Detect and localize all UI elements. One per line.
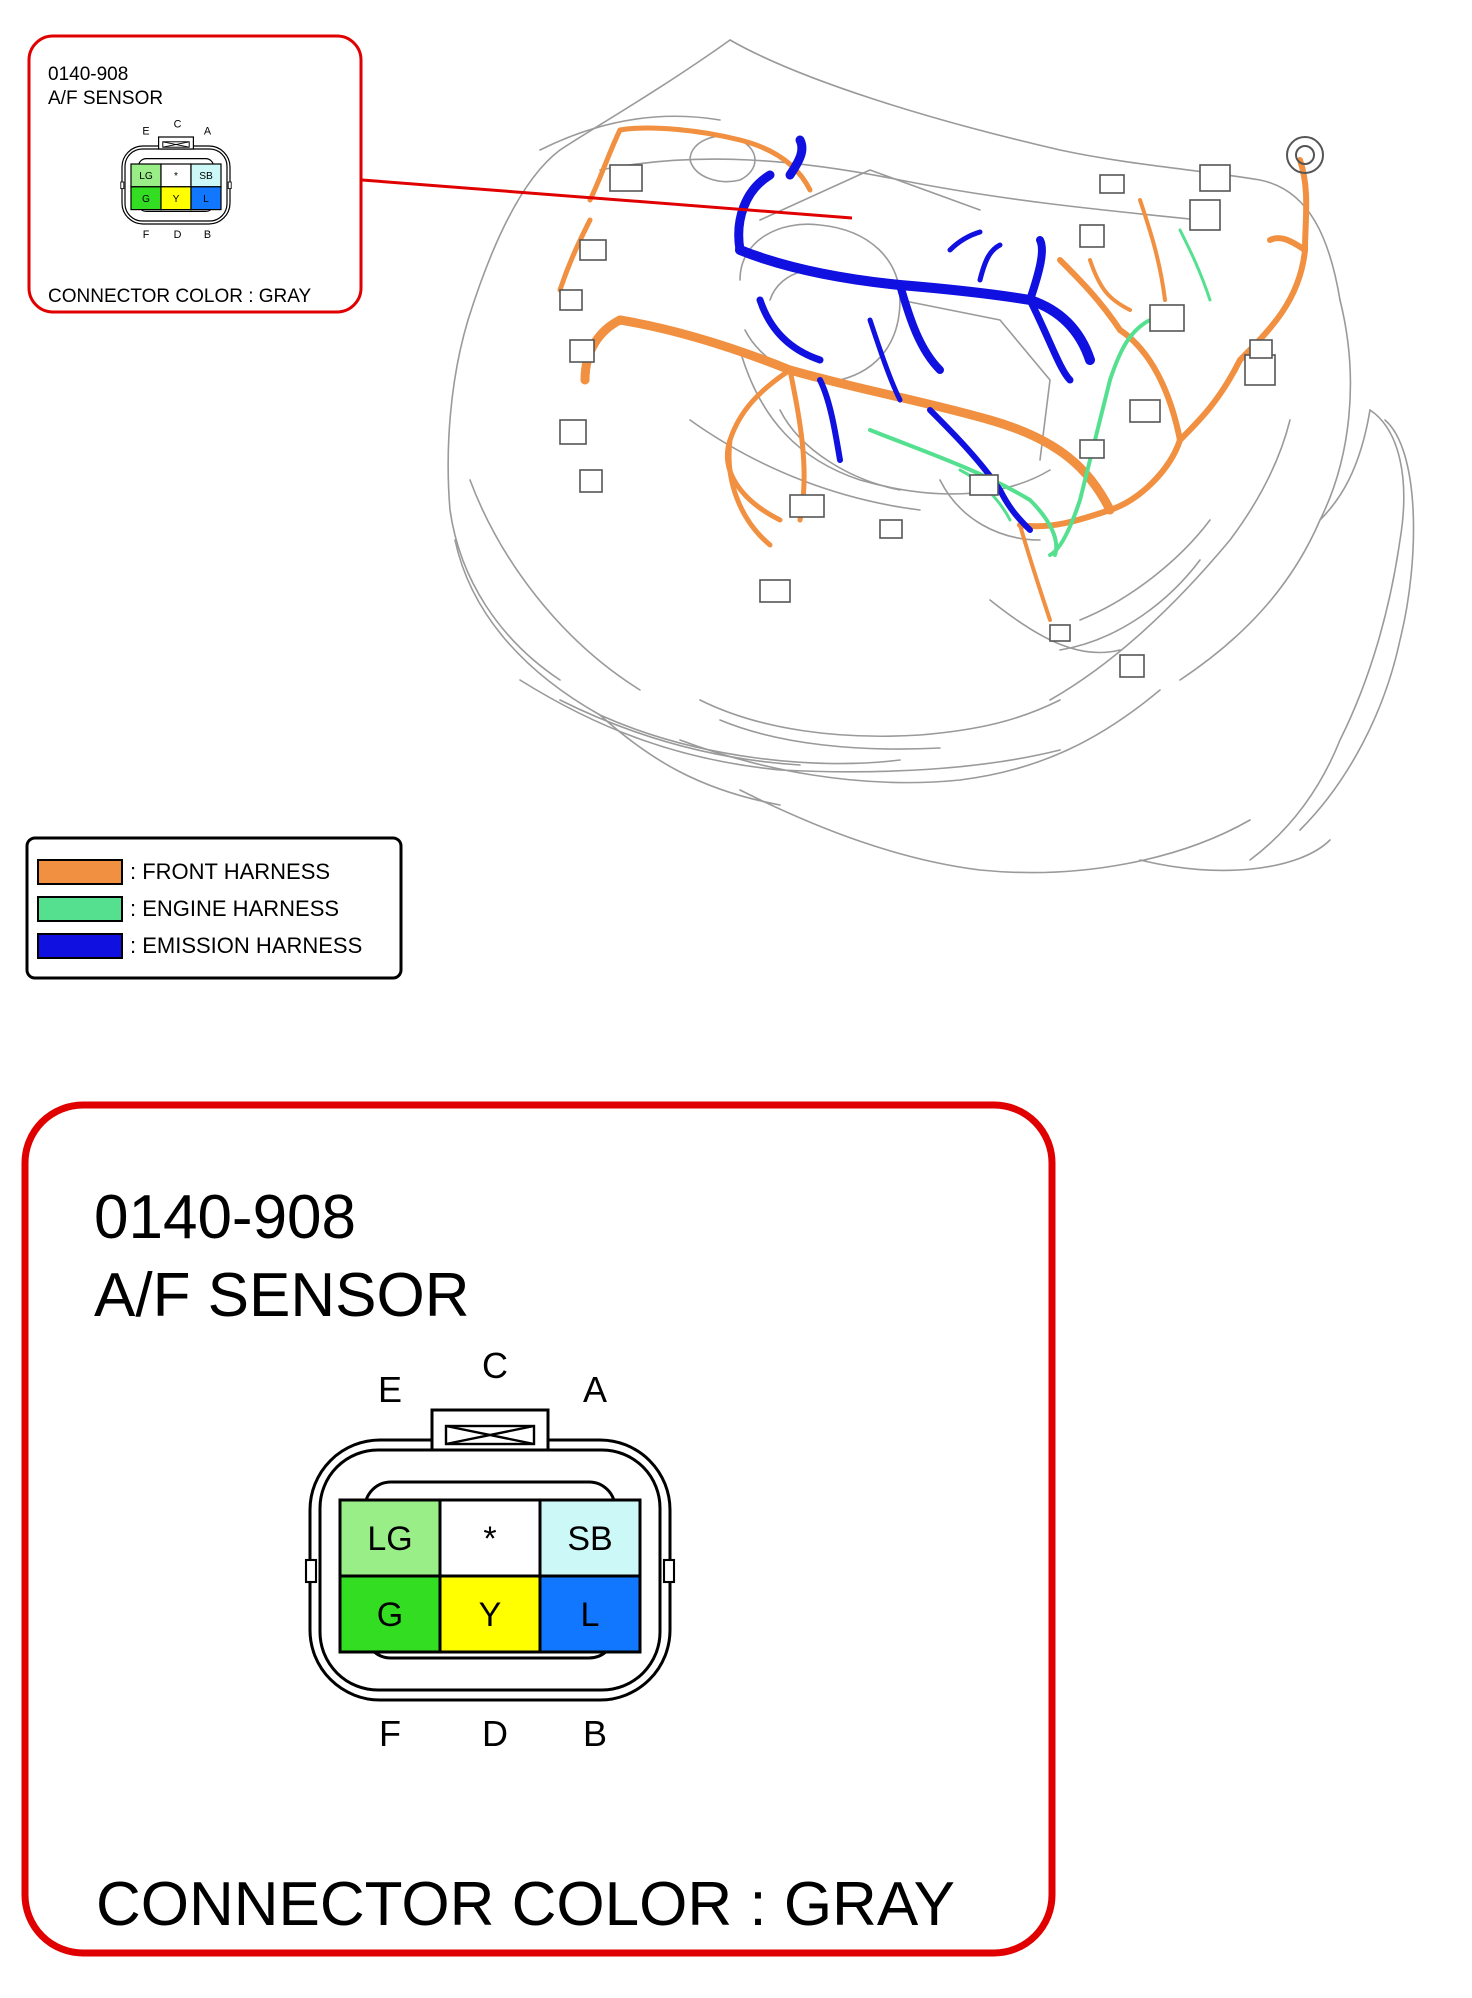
large-pin-letter-bottom: B: [583, 1713, 607, 1754]
small-pin-wire-color: L: [203, 194, 209, 205]
legend-swatch: [37, 896, 123, 922]
connector-blocks: [559, 164, 1276, 678]
legend-label: : EMISSION HARNESS: [130, 933, 362, 958]
grommet-icon: [1286, 136, 1324, 174]
small-pin-wire-color: LG: [139, 171, 153, 182]
large-pin-wire-color: G: [377, 1596, 403, 1634]
large-pin-letter-top: E: [378, 1369, 402, 1410]
small-callout-name: A/F SENSOR: [48, 88, 163, 109]
legend-swatch: [37, 933, 123, 959]
large-callout-color-line: CONNECTOR COLOR : GRAY: [96, 1870, 955, 1939]
small-callout-color-line: CONNECTOR COLOR : GRAY: [48, 286, 312, 307]
small-connector-face: LG * SB G Y L E C A F D B: [120, 118, 232, 241]
large-pin-cell: [438, 1498, 542, 1578]
large-pin-letter-top: C: [482, 1345, 508, 1386]
large-pin-wire-color: L: [581, 1596, 600, 1634]
large-pin-wire-color: Y: [479, 1596, 502, 1634]
small-pin-letter-bottom: B: [204, 229, 211, 241]
engine-harness-wires: [868, 228, 1212, 557]
large-connector-face: LG * SB G Y L E C A F D B: [304, 1345, 676, 1754]
small-pin-letter-top: C: [174, 118, 182, 130]
small-pin-wire-color: G: [142, 194, 150, 205]
small-callout-code: 0140-908: [48, 64, 128, 85]
large-latch-cross-icon: [445, 1424, 535, 1446]
large-pin-letter-bottom: F: [379, 1713, 401, 1754]
legend-label: : ENGINE HARNESS: [130, 896, 339, 921]
legend-label: : FRONT HARNESS: [130, 859, 330, 884]
large-right-tab: [662, 1558, 676, 1584]
large-pin-letter-top: A: [583, 1369, 607, 1410]
large-connector-callout: 0140-908 A/F SENSOR LG * SB G Y L E C A F D B CONNE…: [21, 1101, 1056, 1957]
large-pin-wire-color: *: [483, 1520, 496, 1558]
small-right-tab: [227, 181, 232, 190]
large-left-tab: [304, 1558, 318, 1584]
large-callout-code: 0140-908: [94, 1183, 356, 1252]
small-pin-letter-bottom: D: [174, 229, 182, 241]
small-left-tab: [120, 181, 125, 190]
small-latch-cross-icon: [162, 141, 190, 148]
large-pin-wire-color: LG: [367, 1520, 412, 1558]
small-pin-wire-color: SB: [199, 171, 213, 182]
front-harness-wires: [557, 125, 1310, 622]
large-pin-letter-bottom: D: [482, 1713, 508, 1754]
emission-harness-wires: [734, 135, 1095, 533]
small-pin-letter-bottom: F: [143, 229, 150, 241]
small-pin-cell: [190, 186, 222, 211]
small-pin-letter-top: A: [204, 126, 212, 138]
small-connector-callout: 0140-908 A/F SENSOR LG * SB G Y L E C A F D B CONNE…: [27, 34, 363, 314]
small-pin-letter-top: E: [142, 126, 149, 138]
large-pin-cell: [338, 1574, 442, 1654]
large-pin-wire-color: SB: [567, 1520, 612, 1558]
callout-pointer-line: [361, 178, 853, 220]
vehicle-outline: [447, 39, 1415, 874]
small-pin-wire-color: Y: [173, 194, 180, 205]
legend-swatch: [37, 859, 123, 885]
harness-legend: : FRONT HARNESS : ENGINE HARNESS : EMISSIO…: [25, 836, 403, 980]
large-callout-name: A/F SENSOR: [94, 1261, 470, 1330]
large-pin-cell: [338, 1498, 442, 1578]
large-pin-cell: [538, 1498, 642, 1578]
large-pin-cell: [538, 1574, 642, 1654]
small-pin-wire-color: *: [174, 171, 178, 182]
large-pin-cell: [438, 1574, 542, 1654]
